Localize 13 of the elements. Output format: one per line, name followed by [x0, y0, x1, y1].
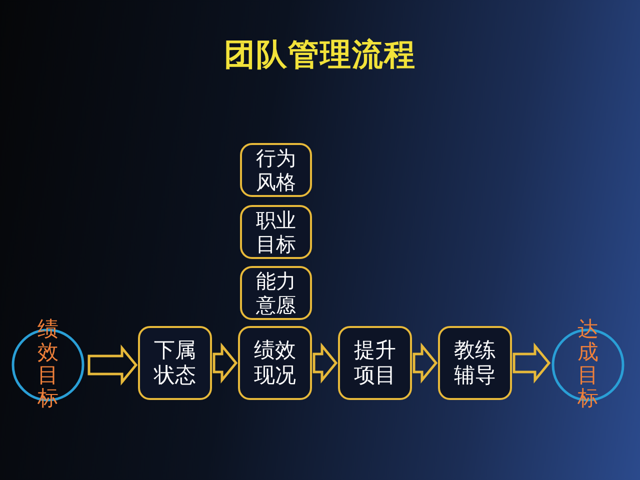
- process-box: 行为风格: [240, 143, 312, 197]
- block-arrow: [512, 342, 551, 384]
- process-box: 能力意愿: [240, 266, 312, 320]
- block-arrow: [88, 344, 138, 386]
- process-box: 绩效现况: [238, 326, 312, 400]
- block-arrow: [212, 342, 238, 384]
- process-box: 职业目标: [240, 205, 312, 259]
- block-arrow: [412, 342, 438, 384]
- process-box: 下属状态: [138, 326, 212, 400]
- block-arrow: [312, 342, 338, 384]
- process-box: 教练辅导: [438, 326, 512, 400]
- process-box: 提升项目: [338, 326, 412, 400]
- title: 团队管理流程: [223, 36, 417, 75]
